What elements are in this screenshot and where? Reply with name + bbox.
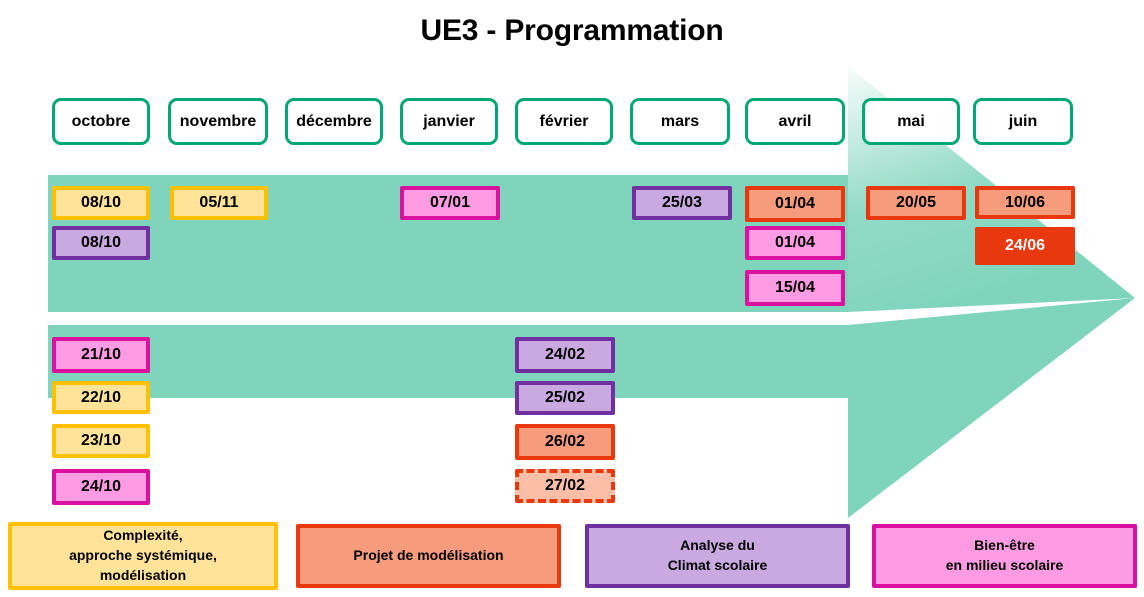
month-label: octobre: [71, 112, 131, 130]
month-pill-fevrier[interactable]: février: [515, 98, 613, 145]
date-chip[interactable]: 20/05: [866, 186, 966, 220]
date-chip[interactable]: 01/04: [745, 186, 845, 222]
month-pill-avril[interactable]: avril: [745, 98, 845, 145]
date-chip[interactable]: 22/10: [52, 381, 150, 414]
date-chip-label: 25/03: [661, 194, 703, 211]
date-chip-label: 24/06: [1004, 237, 1046, 254]
date-chip[interactable]: 24/02: [515, 337, 615, 373]
legend-item-line: Bien-être: [974, 537, 1035, 554]
date-chip-label: 15/04: [774, 279, 816, 296]
legend-item-line: Projet de modélisation: [353, 547, 504, 564]
date-chip-label: 01/04: [774, 234, 816, 251]
date-chip-label: 08/10: [80, 194, 122, 211]
legend-item[interactable]: Analyse du Climat scolaire: [585, 524, 850, 588]
date-chip-label: 05/11: [199, 194, 239, 211]
date-chip[interactable]: 24/10: [52, 469, 150, 505]
month-label: février: [539, 112, 589, 130]
date-chip[interactable]: 24/06: [975, 227, 1075, 265]
date-chip-label: 25/02: [544, 389, 586, 406]
month-label: décembre: [296, 112, 372, 130]
page-title: UE3 - Programmation: [420, 14, 724, 47]
date-chip[interactable]: 25/03: [632, 186, 732, 220]
legend-item-label: Analyse du Climat scolaire: [668, 536, 768, 576]
month-pill-novembre[interactable]: novembre: [168, 98, 268, 145]
date-chip-label: 24/10: [80, 478, 122, 495]
month-label: mars: [660, 112, 700, 130]
date-chip-label: 24/02: [544, 346, 586, 363]
month-label: mai: [897, 112, 925, 130]
date-chip-label: 21/10: [80, 346, 122, 363]
date-chip[interactable]: 08/10: [52, 226, 150, 260]
month-label: avril: [778, 112, 812, 130]
month-label: novembre: [179, 112, 257, 130]
month-pill-janvier[interactable]: janvier: [400, 98, 498, 145]
legend-item-line: en milieu scolaire: [945, 557, 1064, 573]
month-label: juin: [1008, 112, 1038, 130]
month-pill-mai[interactable]: mai: [862, 98, 960, 145]
date-chip[interactable]: 23/10: [52, 424, 150, 458]
date-chip[interactable]: 07/01: [400, 186, 500, 220]
month-pill-decembre[interactable]: décembre: [285, 98, 383, 145]
date-chip-label: 22/10: [80, 388, 122, 406]
legend-item-line: Complexité,: [103, 527, 183, 544]
legend-item-label: Bien-être en milieu scolaire: [946, 536, 1064, 576]
date-chip-label: 27/02: [544, 477, 586, 494]
legend-item-label: Complexité, approche systémique, modélisat…: [69, 526, 217, 586]
date-chip-label: 01/04: [774, 195, 816, 212]
date-chip-label: 26/02: [544, 433, 586, 450]
date-chip-label: 08/10: [80, 234, 122, 251]
date-chip[interactable]: 05/11: [170, 186, 268, 220]
date-chip[interactable]: 15/04: [745, 270, 845, 306]
legend-item-line: approche systémique,: [69, 547, 217, 564]
legend-item[interactable]: Projet de modélisation: [296, 524, 561, 588]
month-label: janvier: [423, 112, 475, 130]
date-chip[interactable]: 26/02: [515, 424, 615, 460]
month-pill-mars[interactable]: mars: [630, 98, 730, 145]
month-pill-octobre[interactable]: octobre: [52, 98, 150, 145]
date-chip-label: 07/01: [429, 194, 471, 211]
date-chip[interactable]: 01/04: [745, 226, 845, 260]
legend-item-label: Projet de modélisation: [353, 546, 503, 566]
date-chip[interactable]: 10/06: [975, 186, 1075, 219]
date-chip[interactable]: 08/10: [52, 186, 150, 220]
legend-item[interactable]: Complexité, approche systémique, modélisat…: [8, 522, 278, 590]
date-chip[interactable]: 25/02: [515, 381, 615, 415]
date-chip-label: 10/06: [1004, 193, 1046, 211]
legend-item-line: modélisation: [99, 566, 187, 583]
date-chip-label: 20/05: [895, 194, 937, 211]
date-chip[interactable]: 27/02: [515, 469, 615, 503]
legend-item[interactable]: Bien-être en milieu scolaire: [872, 524, 1137, 588]
date-chip-label: 23/10: [80, 432, 122, 449]
legend-item-line: Analyse du: [680, 537, 755, 554]
legend-item-line: Climat scolaire: [667, 557, 768, 573]
date-chip[interactable]: 21/10: [52, 337, 150, 373]
month-pill-juin[interactable]: juin: [973, 98, 1073, 145]
